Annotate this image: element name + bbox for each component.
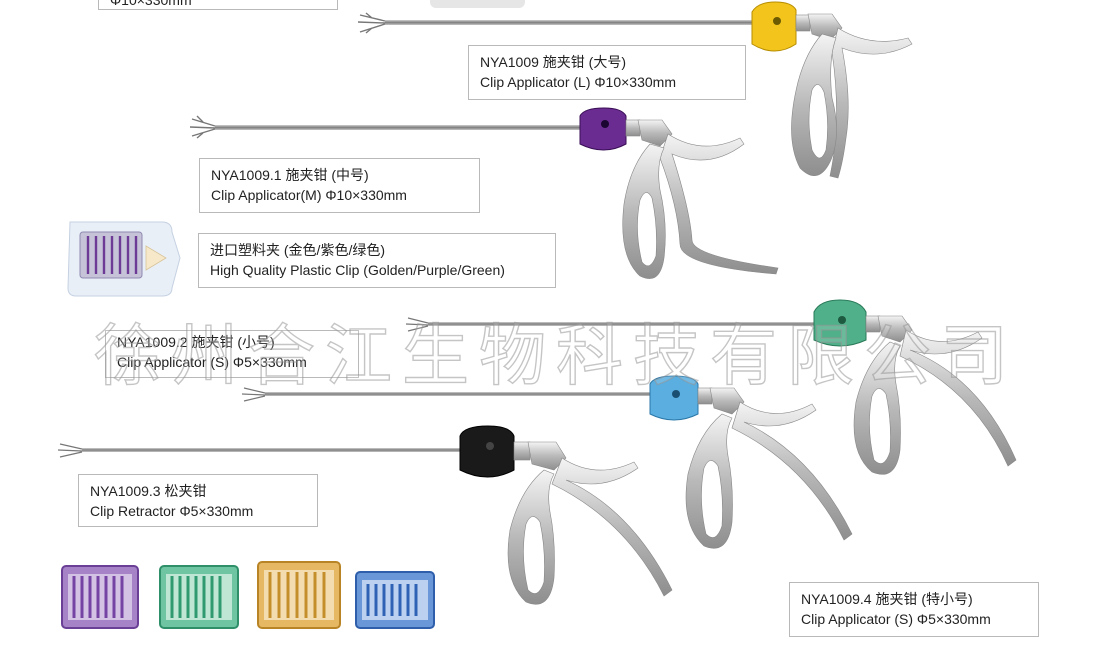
applicator-l-lever xyxy=(829,27,913,179)
applicator-m-knob-screw xyxy=(601,120,609,128)
applicator-xs-title: NYA1009.4 施夹钳 (特小号) xyxy=(801,591,973,607)
applicator-xs-knob-screw xyxy=(672,390,680,398)
top-product-edge xyxy=(430,0,525,8)
applicator-l-spec: Clip Applicator (L) Φ10×330mm xyxy=(480,74,676,90)
applicator-xs-knob xyxy=(649,375,699,421)
plastic-clip-package xyxy=(67,221,181,297)
applicator-m-collar xyxy=(625,119,641,137)
instrument-retractor xyxy=(57,425,673,605)
instrument-applicator-l xyxy=(357,1,913,179)
retractor-tip xyxy=(57,443,83,458)
applicator-l-handle-ring xyxy=(791,33,837,176)
applicator-l-title: NYA1009 施夹钳 (大号) xyxy=(480,54,626,70)
applicator-m-spec: Clip Applicator(M) Φ10×330mm xyxy=(211,187,407,203)
applicator-l-collar xyxy=(795,14,811,32)
applicator-xs-collar xyxy=(697,387,713,405)
instrument-applicator-xs xyxy=(241,375,853,549)
applicator-l-knob-screw xyxy=(773,17,781,25)
applicator-m-tip xyxy=(189,115,216,139)
retractor-lever xyxy=(551,457,673,597)
applicator-xs-tip xyxy=(241,387,266,402)
retractor-knob xyxy=(459,425,515,478)
applicator-xs-handle-ring xyxy=(685,413,733,549)
applicator-l-tip xyxy=(357,12,386,34)
instrument-applicator-s xyxy=(405,299,1017,475)
applicator-s-title: NYA1009.2 施夹钳 (小号) xyxy=(117,334,275,350)
label-applicator-s: NYA1009.2 施夹钳 (小号) Clip Applicator (S) Φ… xyxy=(105,330,359,378)
instrument-applicator-m xyxy=(189,107,779,279)
label-applicator-l: NYA1009 施夹钳 (大号) Clip Applicator (L) Φ10… xyxy=(468,45,746,100)
applicator-s-spec: Clip Applicator (S) Φ5×330mm xyxy=(117,354,307,370)
applicator-xs-lever xyxy=(731,401,853,541)
applicator-s-tip xyxy=(405,317,429,332)
applicator-l-shaft xyxy=(385,20,755,25)
label-plastic-clip: 进口塑料夹 (金色/紫色/绿色) High Quality Plastic Cl… xyxy=(198,233,556,288)
label-top-partial-text: Φ10×330mm xyxy=(110,0,192,8)
retractor-spec: Clip Retractor Φ5×330mm xyxy=(90,503,254,519)
retractor-shaft xyxy=(82,448,462,452)
applicator-s-handle-ring xyxy=(853,341,901,475)
applicator-l-knob xyxy=(751,1,797,52)
retractor-collar xyxy=(513,441,531,461)
applicator-m-lever xyxy=(659,133,779,275)
label-top-partial: Φ10×330mm xyxy=(98,0,338,10)
retractor-knob-screw xyxy=(486,442,494,450)
applicator-xs-shaft xyxy=(265,392,655,396)
applicator-xs-spec: Clip Applicator (S) Φ5×330mm xyxy=(801,611,991,627)
retractor-title: NYA1009.3 松夹钳 xyxy=(90,483,207,499)
label-applicator-m: NYA1009.1 施夹钳 (中号) Clip Applicator(M) Φ1… xyxy=(199,158,480,213)
applicator-m-handle-ring xyxy=(622,143,666,279)
applicator-s-knob-screw xyxy=(838,316,846,324)
retractor-handle-ring xyxy=(507,469,555,605)
applicator-l-body xyxy=(807,13,843,41)
plastic-clip-spec: High Quality Plastic Clip (Golden/Purple… xyxy=(210,262,505,278)
label-applicator-xs: NYA1009.4 施夹钳 (特小号) Clip Applicator (S) … xyxy=(789,582,1039,637)
applicator-m-title: NYA1009.1 施夹钳 (中号) xyxy=(211,167,369,183)
applicator-m-knob xyxy=(579,107,627,151)
clip-cartridge-blue xyxy=(355,571,435,629)
plastic-clip-title: 进口塑料夹 (金色/紫色/绿色) xyxy=(210,242,385,258)
clip-cartridge-golden xyxy=(257,561,341,629)
applicator-s-shaft xyxy=(428,322,818,326)
label-retractor: NYA1009.3 松夹钳 Clip Retractor Φ5×330mm xyxy=(78,474,318,527)
applicator-m-shaft xyxy=(215,125,585,130)
applicator-s-collar xyxy=(865,315,881,333)
applicator-s-lever xyxy=(899,329,1017,467)
clip-cartridge-purple xyxy=(61,565,139,629)
clip-cartridge-green xyxy=(159,565,239,629)
